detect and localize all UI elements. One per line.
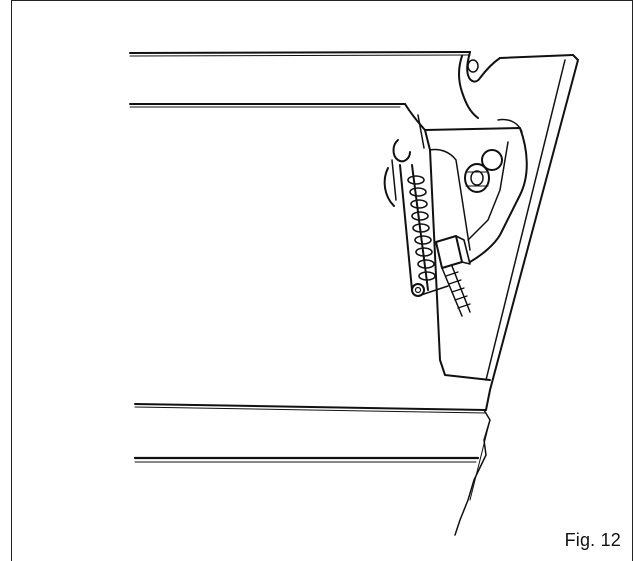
housing-edge bbox=[454, 54, 579, 536]
adjustment-screw bbox=[417, 235, 471, 317]
bolt-assembly bbox=[464, 149, 503, 193]
spring-clip bbox=[383, 139, 411, 207]
figure-caption: Fig. 12 bbox=[564, 530, 621, 550]
lower-panel bbox=[133, 403, 487, 463]
figure-frame bbox=[11, 0, 633, 561]
top-panel bbox=[129, 51, 574, 119]
coil-spring bbox=[399, 164, 436, 297]
bracket-plate bbox=[404, 103, 528, 381]
